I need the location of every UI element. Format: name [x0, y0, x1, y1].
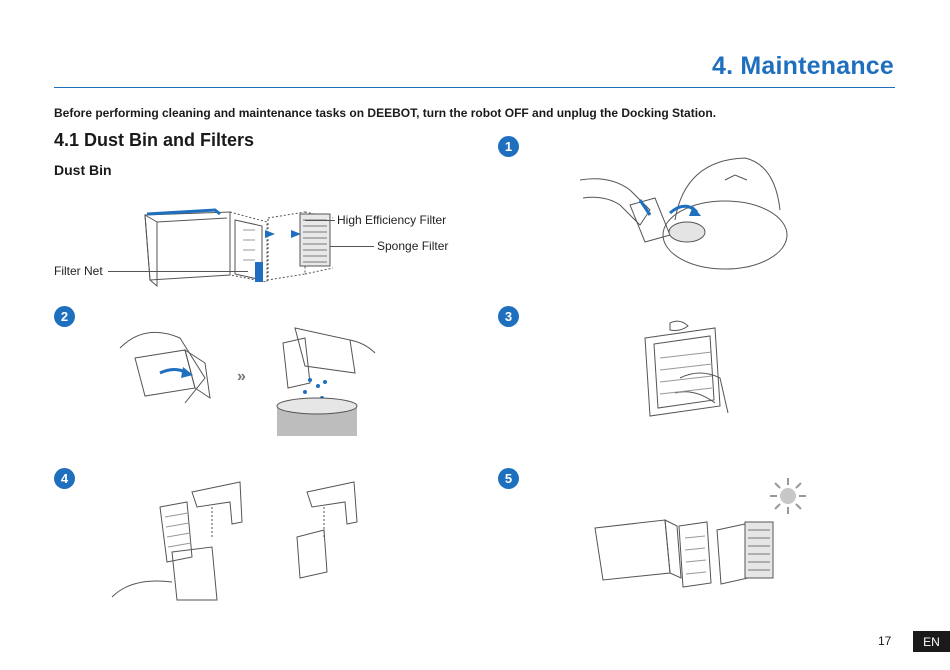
warning-text: Before performing cleaning and maintenan… [54, 106, 716, 120]
chevron-right-icon: » [237, 368, 246, 385]
step-badge-3: 3 [498, 306, 519, 327]
leader-line-sponge-filter [330, 246, 374, 247]
section-title: 4.1 Dust Bin and Filters [54, 130, 254, 151]
label-high-efficiency-filter: High Efficiency Filter [337, 213, 446, 227]
step-badge-5: 5 [498, 468, 519, 489]
page-title: 4. Maintenance [712, 52, 894, 81]
step-2-empty-dust-bin-illustration: » [115, 318, 377, 436]
step-badge-4: 4 [54, 468, 75, 489]
dust-bin-exploded-illustration [105, 200, 345, 292]
language-tab: EN [913, 631, 950, 652]
step-3-tap-filter-illustration [640, 318, 730, 432]
leader-line-high-efficiency-filter [305, 220, 335, 221]
leader-line-filter-net [108, 271, 248, 272]
step-1-remove-dust-bin-illustration [575, 150, 795, 278]
label-filter-net: Filter Net [54, 264, 103, 278]
step-5-air-dry-illustration [595, 478, 807, 590]
page-number: 17 [878, 634, 891, 648]
step-badge-2: 2 [54, 306, 75, 327]
step-badge-1: 1 [498, 136, 519, 157]
step-4-rinse-filters-illustration [112, 482, 360, 600]
title-rule [54, 87, 895, 88]
label-sponge-filter: Sponge Filter [377, 239, 448, 253]
subsection-title: Dust Bin [54, 162, 112, 178]
